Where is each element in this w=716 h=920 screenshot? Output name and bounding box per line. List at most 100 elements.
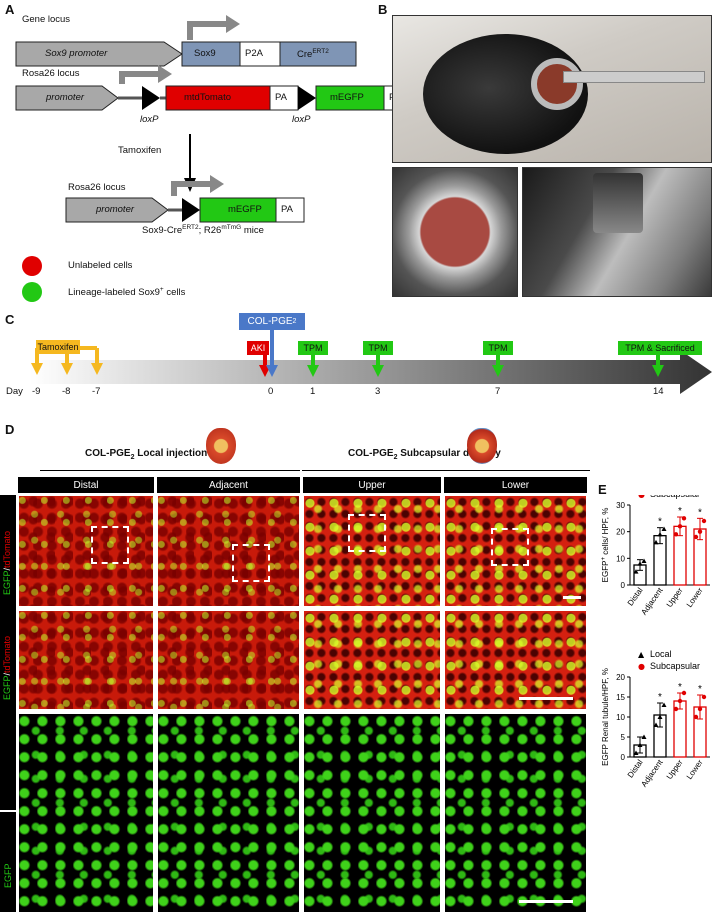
construct-diagram: [15, 15, 394, 302]
y-tick-label: 20: [616, 528, 625, 537]
scale-bar: [519, 697, 573, 700]
local-injection-title: COL-PGE2 Local injection: [85, 448, 208, 461]
col-header-upper: Upper: [303, 477, 441, 493]
sox9-promoter-label: Sox9 promoter: [45, 48, 108, 59]
divider: [302, 470, 590, 471]
megfp-label-2: mEGFP: [228, 204, 262, 215]
tamoxifen-label: Tamoxifen: [118, 145, 162, 156]
y-tick-label: 5: [621, 733, 626, 742]
legend-unlabeled: Unlabeled cells: [68, 260, 133, 271]
micrograph-upper-overview: [303, 495, 441, 607]
data-point: [637, 561, 643, 566]
y-tick-label: 15: [616, 693, 625, 702]
data-point: [661, 702, 667, 707]
microscope-photo: [522, 167, 712, 297]
zoom-box: [232, 544, 270, 582]
legend-lineage: Lineage-labeled Sox9+ cells: [68, 286, 186, 299]
gene-locus-label: Gene locus: [22, 14, 71, 25]
data-point: [677, 698, 683, 704]
promoter-label: promoter: [46, 92, 85, 103]
micrograph-adjacent-overview: [157, 495, 300, 607]
data-point: [653, 539, 659, 545]
pa-label-3: PA: [281, 204, 293, 215]
day-tick: 0: [268, 386, 274, 397]
imaging-window: [531, 58, 583, 110]
mtdtomato-label: mtdTomato: [184, 92, 231, 103]
row-label-merge-1: EGFP/tdTomato: [2, 530, 12, 595]
day-tick: -8: [62, 386, 71, 397]
micrograph-adjacent-egfp: [157, 713, 300, 913]
col-header-distal: Distal: [18, 477, 154, 493]
day-tick: 3: [375, 386, 381, 397]
row-label-egfp: EGFP: [3, 863, 13, 888]
zoom-box: [348, 514, 386, 552]
loxp-label-1: loxP: [140, 114, 159, 125]
rosa26-locus-label: Rosa26 locus: [22, 68, 80, 79]
p2a-label: P2A: [245, 48, 263, 59]
data-point: [693, 714, 699, 720]
data-point: [657, 531, 663, 537]
kidney-icon: [206, 428, 236, 464]
panel-label-c: C: [5, 312, 15, 327]
x-tick-label: Distal: [626, 586, 645, 608]
panel-label-a: A: [5, 2, 15, 17]
y-axis-label: EGFP Renal tubule/HPF, %: [601, 668, 610, 766]
significance-star: *: [698, 684, 702, 695]
scale-bar: [563, 596, 581, 599]
tpm-tag-3: TPM: [363, 341, 393, 355]
micrograph-lower-overview: [444, 495, 587, 607]
x-tick-label: Distal: [626, 758, 645, 780]
mouse-strain-label: Sox9-CreERT2; R26mTmG mice: [142, 224, 264, 237]
data-point: [701, 518, 707, 524]
data-point: [633, 569, 639, 574]
panel-label-b: B: [378, 2, 388, 17]
data-point: [653, 722, 659, 727]
kidney-subcapsular-icon: [467, 428, 497, 464]
tamoxifen-tag: Tamoxifen: [36, 340, 80, 354]
y-tick-label: 0: [621, 753, 626, 762]
significance-star: *: [658, 517, 662, 528]
col-header-lower: Lower: [444, 477, 587, 493]
significance-star: *: [658, 692, 662, 703]
micrograph-distal-zoom: [18, 610, 154, 710]
day-tick: -9: [32, 386, 41, 397]
day-tick: -7: [92, 386, 101, 397]
data-point: [681, 516, 687, 521]
data-point: [661, 526, 667, 531]
x-tick-label: Lower: [685, 586, 705, 609]
loxp-label-2: loxP: [292, 114, 311, 125]
day-tick: 7: [495, 386, 501, 397]
y-tick-label: 10: [616, 713, 625, 722]
data-point: [637, 742, 643, 747]
window-closeup-photo: [392, 167, 518, 297]
day-tick: 1: [310, 386, 316, 397]
micrograph-distal-egfp: [18, 713, 154, 913]
legend-label: Subcapsular: [650, 661, 700, 671]
panel-label-d: D: [5, 422, 15, 437]
panel-label-e: E: [598, 482, 607, 497]
data-point: [641, 558, 647, 563]
x-tick-label: Adjacent: [639, 585, 665, 616]
data-point: [681, 690, 687, 696]
micrograph-lower-zoom: [444, 610, 587, 710]
zoom-box: [491, 528, 529, 566]
y-tick-label: 10: [616, 554, 625, 563]
significance-star: *: [678, 506, 682, 517]
legend-label: Subcapsular: [650, 495, 700, 499]
data-point: [633, 750, 639, 755]
tpm-tag-1: TPM: [298, 341, 328, 355]
scale-bar: [519, 900, 573, 903]
y-axis-label: EGFP+ cells/ HPF, %: [601, 508, 610, 583]
x-tick-label: Upper: [665, 758, 685, 781]
y-tick-label: 30: [616, 501, 625, 510]
data-point: [677, 524, 683, 529]
y-tick-label: 0: [621, 581, 626, 590]
micrograph-distal-overview: [18, 495, 154, 607]
aki-tag: AKI: [247, 341, 269, 355]
row-label-bar: [0, 495, 16, 810]
micrograph-lower-egfp: [444, 713, 587, 913]
data-point: [697, 706, 703, 712]
